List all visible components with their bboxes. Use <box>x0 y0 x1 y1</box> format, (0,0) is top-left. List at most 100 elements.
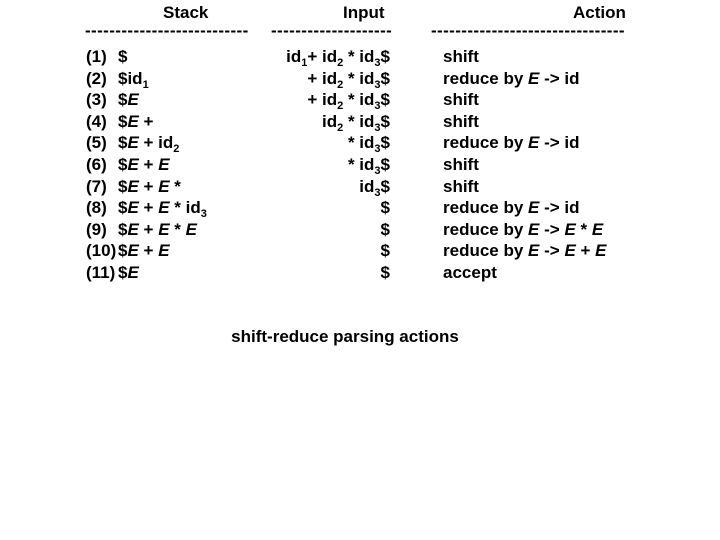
stack-row: (9)$E + E * E <box>86 219 296 241</box>
text-segment: + id <box>307 68 338 88</box>
nonterminal: E <box>185 219 197 239</box>
text-segment: $ <box>118 176 128 196</box>
action-cell: shift <box>443 46 683 68</box>
text-segment: * <box>169 219 186 239</box>
text-segment: * id <box>347 154 375 174</box>
text-segment: + <box>138 176 159 196</box>
stack-cell: $E + E <box>118 241 170 260</box>
nonterminal: E <box>528 133 540 153</box>
stack-row: (6) $E + E <box>86 154 296 176</box>
text-segment: $ <box>118 219 128 239</box>
token-subscript: 3 <box>374 143 381 156</box>
token-subscript: 3 <box>374 121 381 134</box>
row-number: (7) <box>86 176 107 196</box>
nonterminal: E <box>528 198 540 218</box>
text-segment: $ <box>380 241 390 261</box>
stack-row: (10)$E + E <box>86 240 296 262</box>
token-subscript: 3 <box>200 208 207 221</box>
action-column-divider: -------------------------------- <box>431 21 625 40</box>
token-subscript: 2 <box>337 121 344 134</box>
text-segment: -> id <box>539 133 580 153</box>
nonterminal: E <box>127 198 139 218</box>
nonterminal: E <box>564 241 576 261</box>
text-segment: $ <box>380 68 390 88</box>
nonterminal: E <box>158 154 170 174</box>
text-segment: id <box>322 111 338 131</box>
action-cell: reduce by E -> E * E <box>443 219 683 241</box>
action-cell: shift <box>443 154 683 176</box>
nonterminal: E <box>127 133 139 153</box>
row-number: (10) <box>86 241 117 261</box>
nonterminal: E <box>528 68 540 88</box>
text-segment: -> <box>539 219 565 239</box>
stack-row: (8) $E + E * id3 <box>86 197 296 221</box>
action-cell: reduce by E -> id <box>443 68 683 90</box>
text-segment: reduce by <box>443 133 529 153</box>
text-segment: + id <box>307 47 338 66</box>
input-cell: * id3$ <box>250 154 390 177</box>
stack-row: (5)$E + id2 <box>86 132 296 155</box>
text-segment: + id <box>138 133 174 153</box>
text-segment: $ <box>380 198 390 218</box>
row-number: (3) <box>86 90 107 110</box>
text-segment: reduce by <box>443 241 529 261</box>
stack-cell: $E + E * <box>118 177 181 196</box>
input-cell: * id3$ <box>250 132 390 156</box>
token-subscript: 2 <box>337 100 344 113</box>
text-segment: $ <box>118 47 128 66</box>
token-subscript: 3 <box>374 78 381 91</box>
action-cell: reduce by E -> id <box>443 132 683 154</box>
text-segment: + <box>138 241 159 261</box>
text-segment: * <box>169 176 181 196</box>
stack-cell: $E + <box>118 112 153 131</box>
stack-row: (1)$ <box>86 46 296 68</box>
row-number: (5) <box>86 133 107 153</box>
caption: shift-reduce parsing actions <box>231 327 459 346</box>
text-segment: shift <box>443 154 479 174</box>
stack-cell: $E <box>118 263 139 282</box>
text-segment: + id <box>307 90 338 110</box>
text-segment: $id <box>118 68 143 88</box>
nonterminal: E <box>127 154 139 174</box>
text-segment: shift <box>443 176 479 196</box>
text-segment: $ <box>380 111 390 131</box>
input-column-divider: -------------------- <box>271 21 393 40</box>
text-segment: $ <box>118 111 128 131</box>
stack-cell: $E + E <box>118 155 170 174</box>
text-segment: * <box>575 219 592 239</box>
input-column: id1+ id2 * id3$+ id2 * id3$+ id2 * id3$i… <box>250 46 390 284</box>
stack-column: (1)$(2)$id1(3)$E(4)$E +(5)$E + id2(6)$E … <box>86 46 296 284</box>
nonterminal: E <box>595 241 607 261</box>
stack-row: (3)$E <box>86 89 296 111</box>
text-segment: $ <box>380 154 390 174</box>
token-subscript: 2 <box>337 57 344 69</box>
text-segment: $ <box>118 90 128 110</box>
stack-cell: $E + E * id3 <box>118 198 207 221</box>
row-number: (8) <box>86 198 107 218</box>
action-cell: accept <box>443 262 683 284</box>
token-subscript: 3 <box>374 100 381 113</box>
text-segment: -> id <box>539 198 580 218</box>
row-number: (6) <box>86 154 107 174</box>
stack-row: (2)$id1 <box>86 68 296 91</box>
text-segment: $ <box>118 241 128 261</box>
nonterminal: E <box>564 219 576 239</box>
text-segment: $ <box>380 90 390 110</box>
nonterminal: E <box>127 262 139 282</box>
text-segment: * id <box>343 111 375 131</box>
nonterminal: E <box>158 198 170 218</box>
row-number: (4) <box>86 111 107 131</box>
input-cell: $ <box>250 219 390 241</box>
text-segment: shift <box>443 90 479 110</box>
text-segment: + <box>138 154 159 174</box>
text-segment: * id <box>169 198 201 218</box>
text-segment: + <box>575 241 596 261</box>
input-column-header: Input <box>343 3 385 22</box>
text-segment: $ <box>380 176 390 196</box>
input-cell: $ <box>250 262 390 284</box>
nonterminal: E <box>158 176 170 196</box>
nonterminal: E <box>127 176 139 196</box>
input-cell: + id2 * id3$ <box>250 68 390 91</box>
stack-cell: $E + E * E <box>118 220 197 239</box>
text-segment: * id <box>343 90 375 110</box>
